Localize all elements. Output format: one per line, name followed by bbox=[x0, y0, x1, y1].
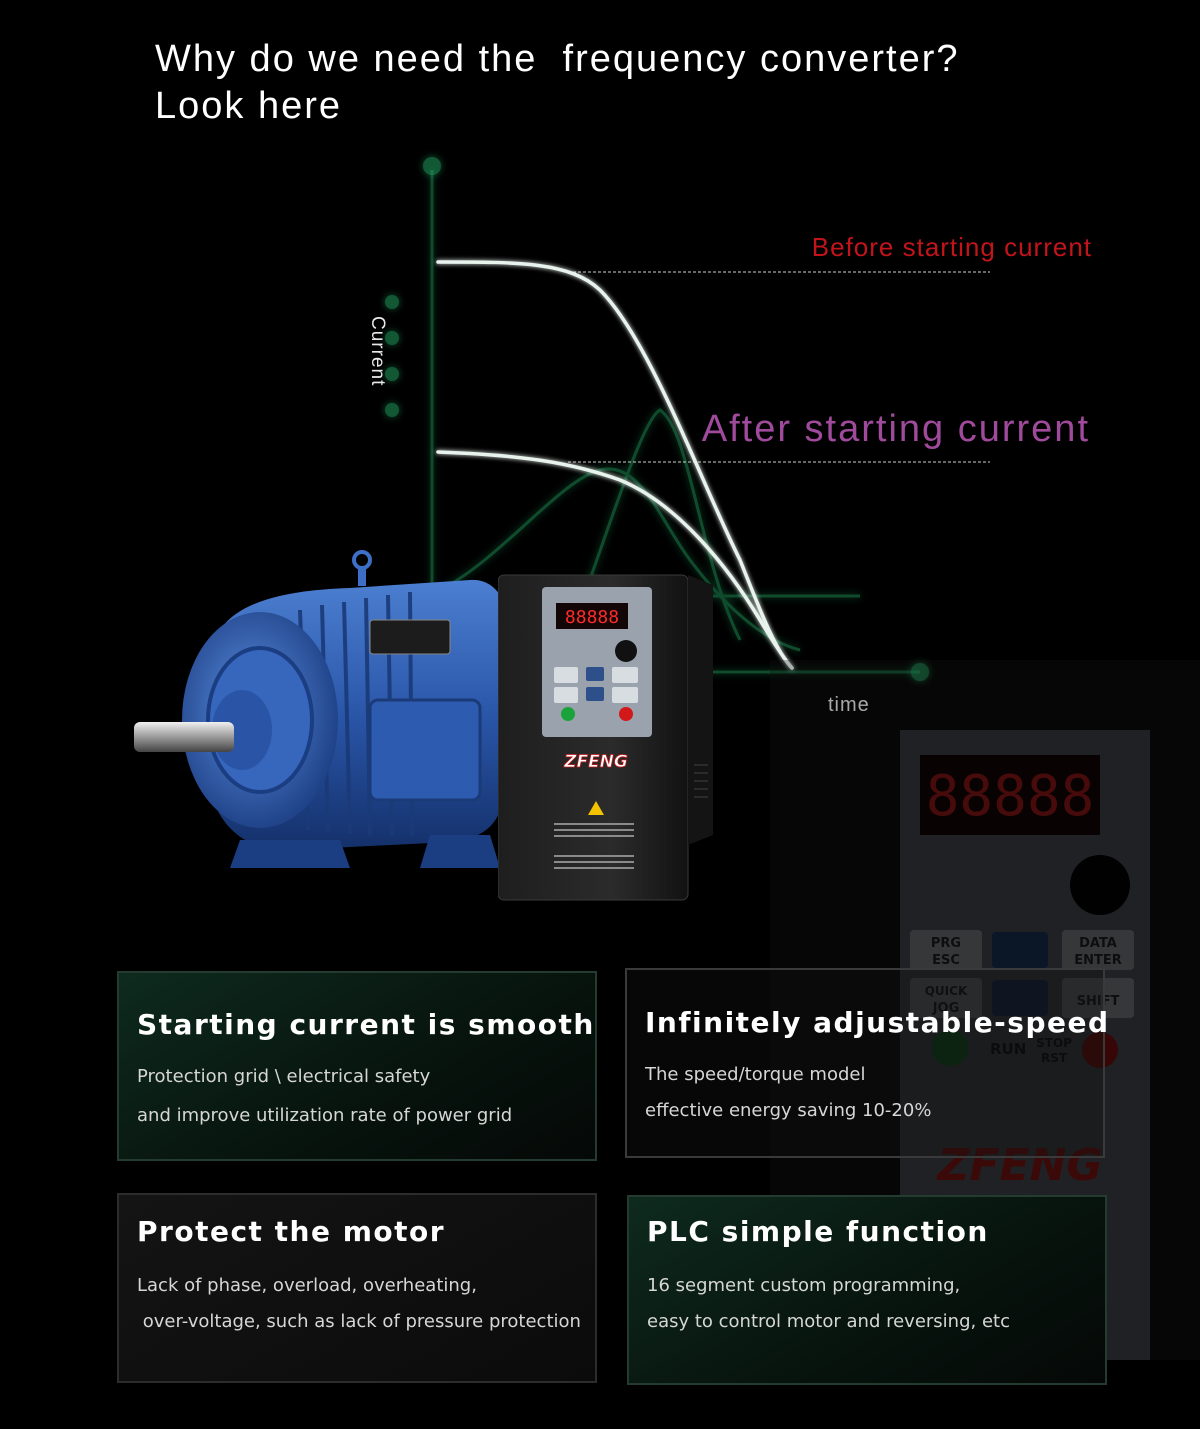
current-curves bbox=[436, 260, 794, 670]
feature-description-line: 16 segment custom programming, bbox=[647, 1275, 961, 1296]
enlarged-prg-key: PRG bbox=[931, 936, 961, 951]
feature-title: PLC simple function bbox=[647, 1215, 989, 1248]
x-axis-label: time bbox=[828, 694, 870, 717]
reference-lines bbox=[568, 271, 990, 463]
feature-description-line: over-voltage, such as lack of pressure p… bbox=[137, 1311, 581, 1332]
feature-description-line: easy to control motor and reversing, etc bbox=[647, 1311, 1010, 1332]
enlarged-esc-key: ESC bbox=[932, 953, 960, 968]
after-starting-current-label: After starting current bbox=[701, 408, 1090, 450]
page-headline: Why do we need the frequency converter? … bbox=[155, 36, 960, 130]
enlarged-run-key: RUN bbox=[990, 1040, 1026, 1058]
enlarged-jog-key: JOG bbox=[932, 1001, 960, 1016]
headline-line-1: Why do we need the frequency converter? bbox=[155, 38, 960, 80]
enlarged-quick-key: QUICK bbox=[925, 984, 968, 998]
graph-axis-dots bbox=[385, 157, 929, 681]
enlarged-rst-key: RST bbox=[1041, 1051, 1068, 1065]
feature-title: Protect the motor bbox=[137, 1215, 446, 1248]
feature-card-smooth-current: Starting current is smooth Protection gr… bbox=[117, 971, 597, 1161]
feature-title: Starting current is smooth bbox=[137, 1008, 595, 1041]
feature-description-line: and improve utilization rate of power gr… bbox=[137, 1105, 513, 1126]
drive-display-digits: 88888 bbox=[565, 607, 619, 628]
feature-card-plc-function: PLC simple function 16 segment custom pr… bbox=[627, 1195, 1107, 1385]
feature-description-line: effective energy saving 10-20% bbox=[645, 1100, 932, 1121]
feature-card-adjustable-speed: Infinitely adjustable-speed The speed/to… bbox=[625, 968, 1110, 1158]
feature-title: Infinitely adjustable-speed bbox=[645, 1006, 1110, 1039]
enlarged-data-key: DATA bbox=[1079, 936, 1117, 951]
drive-brand-logo: ZFENG bbox=[563, 752, 628, 772]
enlarged-brand-logo: ZFENG bbox=[936, 1140, 1103, 1191]
feature-description-line: The speed/torque model bbox=[645, 1064, 866, 1085]
before-starting-current-label: Before starting current bbox=[811, 232, 1092, 262]
enlarged-display-digits: 88888 bbox=[926, 764, 1095, 829]
y-axis-label: Current bbox=[367, 316, 388, 387]
electric-motor-image bbox=[134, 550, 511, 868]
feature-description-line: Lack of phase, overload, overheating, bbox=[137, 1275, 477, 1296]
enlarged-shift-key: SHIFT bbox=[1077, 994, 1120, 1009]
enlarged-keypad-background-image: 88888 PRG ESC DATA ENTER QUICK JOG SHIFT… bbox=[770, 660, 1200, 1360]
headline-line-2: Look here bbox=[155, 85, 343, 127]
enlarged-enter-key: ENTER bbox=[1074, 953, 1122, 968]
frequency-converter-image: 88888 ZFENG bbox=[498, 574, 713, 901]
before-starting-curve bbox=[436, 260, 794, 670]
enlarged-stop-key: STOP bbox=[1036, 1036, 1072, 1050]
feature-card-protect-motor: Protect the motor Lack of phase, overloa… bbox=[117, 1193, 597, 1383]
after-starting-curve bbox=[436, 450, 794, 670]
feature-description-line: Protection grid \ electrical safety bbox=[137, 1066, 431, 1087]
